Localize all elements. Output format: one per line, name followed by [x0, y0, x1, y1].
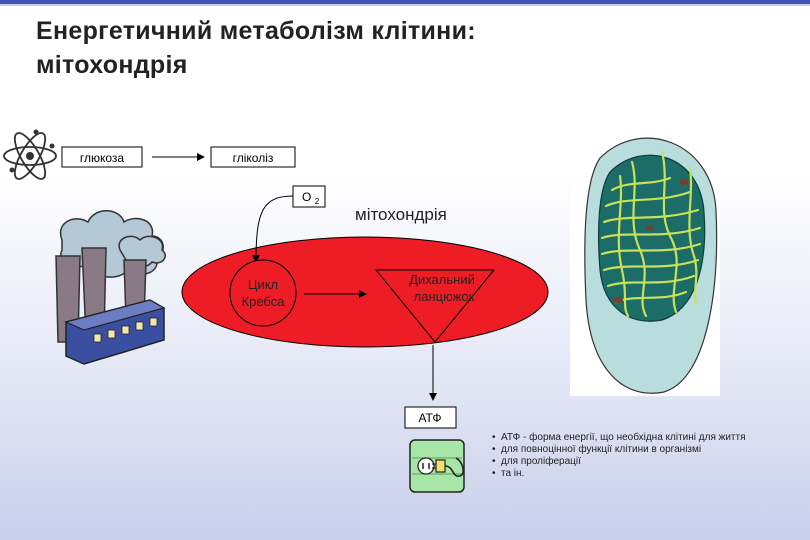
- list-item: для повноцінної функції клітини в органі…: [492, 444, 782, 456]
- list-item: для проліферації: [492, 456, 782, 468]
- atp-notes-list: АТФ - форма енергії, що необхідна клітин…: [492, 432, 782, 480]
- factory-icon: [55, 210, 166, 365]
- arrow-oxygen-krebs: [252, 195, 294, 263]
- krebs-label-line2: Кребса: [242, 294, 286, 309]
- oxygen-label: O: [302, 190, 311, 204]
- page-title-line2: мітохондрія: [36, 51, 188, 79]
- krebs-cycle-node: Цикл Кребса: [229, 259, 297, 327]
- glucose-node: глюкоза: [61, 146, 143, 168]
- list-item: та ін.: [492, 468, 782, 480]
- oxygen-node: O 2: [292, 185, 326, 208]
- title-rule: [0, 4, 810, 6]
- page-title: Енергетичний метаболізм клітини: мітохон…: [36, 14, 596, 82]
- list-item: АТФ - форма енергії, що необхідна клітин…: [492, 432, 782, 444]
- oxygen-subscript: 2: [315, 197, 320, 206]
- page-title-line1: Енергетичний метаболізм клітини:: [36, 17, 476, 45]
- atp-label: АТФ: [418, 411, 441, 425]
- chain-label-line2: ланцюжок: [414, 289, 475, 304]
- atom-icon: [3, 129, 57, 180]
- chain-label-line1: Дихальний: [409, 272, 475, 287]
- krebs-label-line1: Цикл: [248, 277, 278, 292]
- title-accent-bar: [0, 0, 810, 4]
- glucose-label: глюкоза: [80, 151, 125, 165]
- atp-node: АТФ: [404, 406, 457, 429]
- respiratory-chain-node: Дихальний ланцюжок: [374, 269, 496, 343]
- glycolysis-label: гліколіз: [233, 151, 274, 165]
- glycolysis-node: гліколіз: [210, 146, 296, 168]
- mitochondrion-illustration: [570, 137, 720, 396]
- svg-text:O 2: O 2: [302, 190, 320, 206]
- mitochondria-label: мітохондрія: [355, 205, 447, 224]
- plug-icon: [409, 439, 465, 493]
